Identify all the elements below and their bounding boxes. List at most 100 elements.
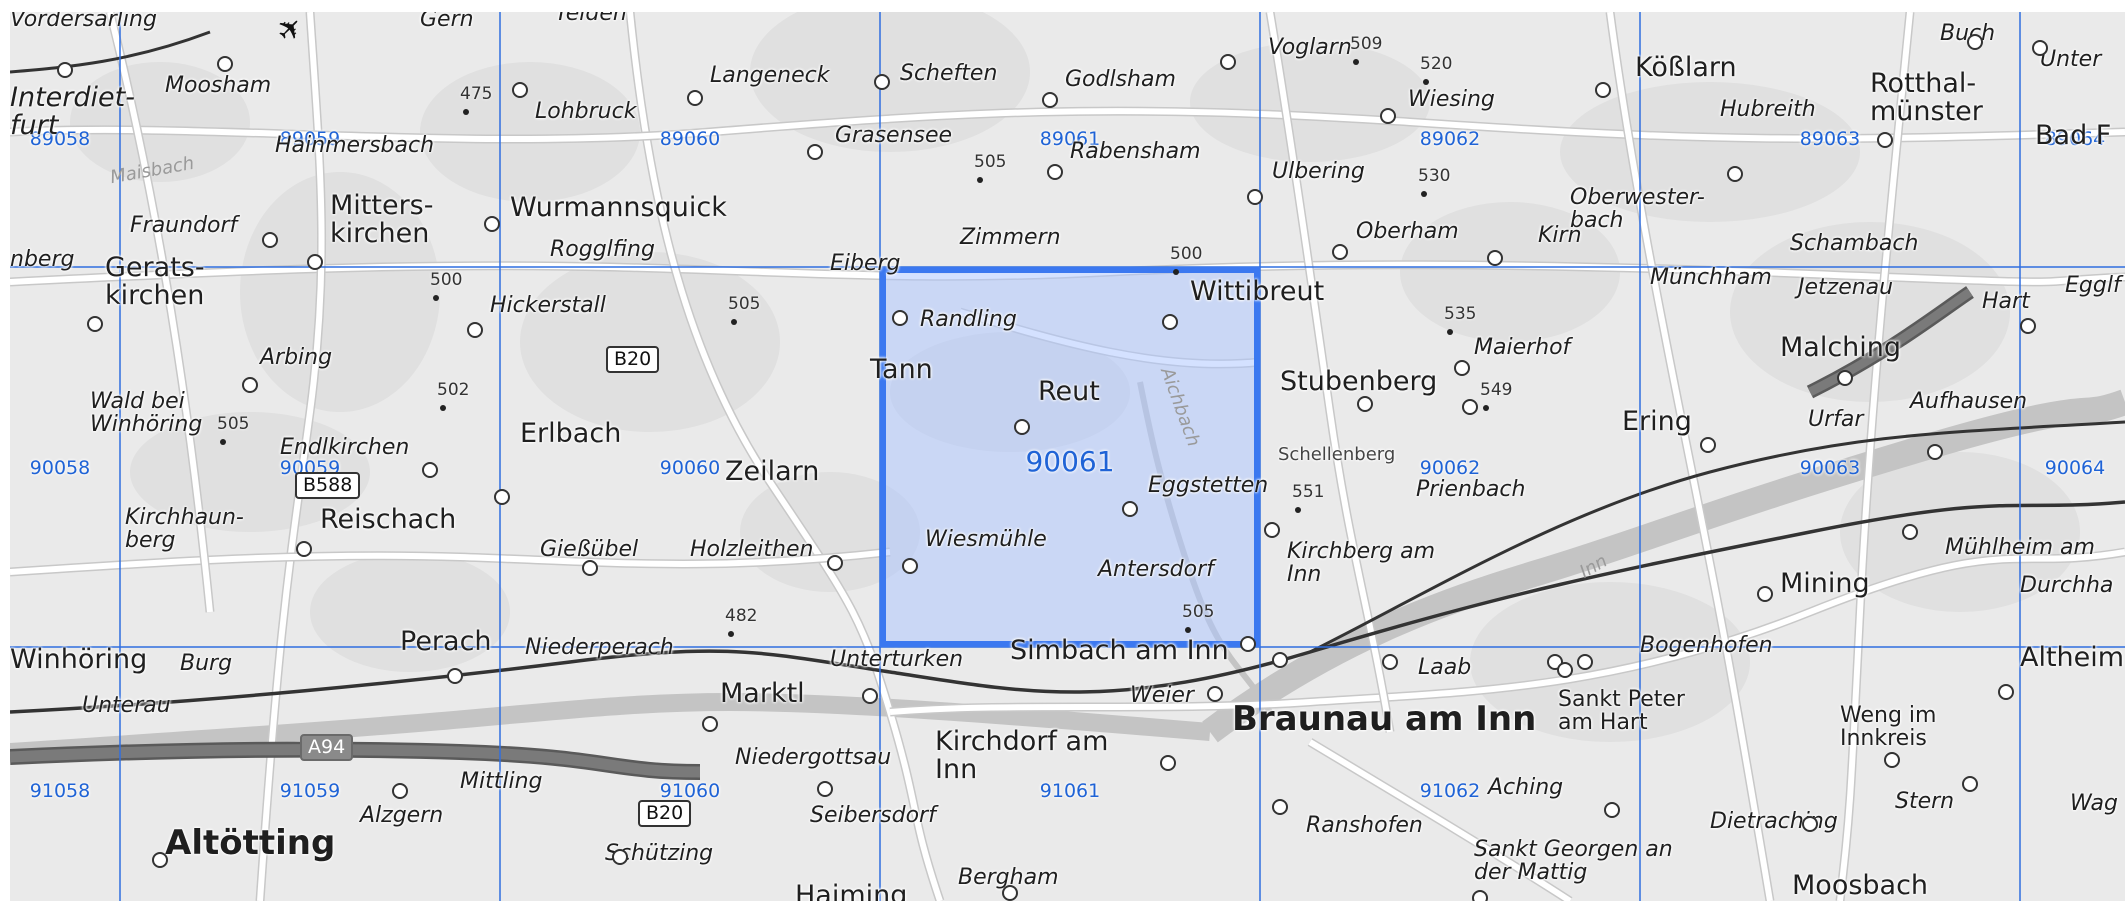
peak-marker (728, 631, 734, 637)
sheet-label-90064[interactable]: 90064 (2044, 457, 2106, 479)
town-marker (582, 560, 598, 576)
sheet-label-89058[interactable]: 89058 (29, 128, 91, 150)
sheet-label-90060[interactable]: 90060 (659, 457, 721, 479)
sheet-label-89061[interactable]: 89061 (1039, 128, 1101, 150)
town-marker (1487, 250, 1503, 266)
town-marker (307, 254, 323, 270)
town-marker (1122, 501, 1138, 517)
town-marker (687, 90, 703, 106)
sheet-label-89059[interactable]: 89059 (279, 128, 341, 150)
town-marker (152, 852, 168, 868)
peak-marker (731, 319, 737, 325)
town-marker (1595, 82, 1611, 98)
town-marker (1802, 816, 1818, 832)
elevation-label: 500 (430, 270, 463, 290)
sheet-label-91059[interactable]: 91059 (279, 780, 341, 802)
town-marker (612, 849, 628, 865)
town-marker (296, 541, 312, 557)
town-marker (1272, 799, 1288, 815)
town-marker (1382, 654, 1398, 670)
town-marker (1757, 586, 1773, 602)
town-marker (1837, 370, 1853, 386)
town-marker (512, 82, 528, 98)
town-marker (1247, 189, 1263, 205)
elevation-label: 475 (460, 84, 493, 104)
town-marker (262, 232, 278, 248)
town-marker (1207, 686, 1223, 702)
town-marker (1047, 164, 1063, 180)
peak-marker (1447, 329, 1453, 335)
map-base-layer (10, 12, 2125, 901)
town-marker (1014, 419, 1030, 435)
sheet-label-90062[interactable]: 90062 (1419, 457, 1481, 479)
town-marker (1380, 108, 1396, 124)
elevation-label: 505 (728, 294, 761, 314)
town-marker (1998, 684, 2014, 700)
town-marker (1877, 132, 1893, 148)
sheet-label-90058[interactable]: 90058 (29, 457, 91, 479)
town-marker (87, 316, 103, 332)
elevation-label: 500 (1170, 244, 1203, 264)
town-marker (1700, 437, 1716, 453)
town-marker (447, 668, 463, 684)
peak-marker (1185, 627, 1191, 633)
town-marker (702, 716, 718, 732)
sheet-label-91060[interactable]: 91060 (659, 780, 721, 802)
town-marker (1160, 755, 1176, 771)
town-marker (422, 462, 438, 478)
peak-marker (977, 177, 983, 183)
town-marker (1272, 652, 1288, 668)
sheet-label-89063[interactable]: 89063 (1799, 128, 1861, 150)
town-marker (807, 144, 823, 160)
sheet-label-89062[interactable]: 89062 (1419, 128, 1481, 150)
town-marker (1577, 654, 1593, 670)
town-marker (1162, 314, 1178, 330)
sheet-label-89064[interactable]: 89064 (2044, 128, 2106, 150)
town-marker (1902, 524, 1918, 540)
sheet-label-91061[interactable]: 91061 (1039, 780, 1101, 802)
town-marker (392, 783, 408, 799)
town-marker (242, 377, 258, 393)
town-marker (1927, 444, 1943, 460)
map-canvas[interactable]: 89058 89059 89060 89061 89062 89063 89064 90058… (10, 12, 2125, 901)
town-marker (1042, 92, 1058, 108)
road-shield-a94: A94 (300, 734, 354, 761)
town-marker (2032, 40, 2048, 56)
elevation-label: 505 (217, 414, 250, 434)
town-marker (874, 74, 890, 90)
peak-marker (220, 439, 226, 445)
town-marker (1472, 890, 1488, 901)
sheet-label-89060[interactable]: 89060 (659, 128, 721, 150)
elevation-label: 549 (1480, 380, 1513, 400)
elevation-label: 520 (1420, 54, 1453, 74)
town-marker (1604, 802, 1620, 818)
town-marker (1727, 166, 1743, 182)
peak-marker (1295, 507, 1301, 513)
sheet-label-91058[interactable]: 91058 (29, 780, 91, 802)
town-marker (1002, 885, 1018, 901)
sheet-label-91062[interactable]: 91062 (1419, 780, 1481, 802)
road-shield-b20: B20 (606, 346, 660, 373)
town-marker (1884, 752, 1900, 768)
town-marker (57, 62, 73, 78)
town-marker (1240, 636, 1256, 652)
peak-marker (440, 405, 446, 411)
town-marker (1557, 662, 1573, 678)
peak-marker (433, 295, 439, 301)
town-marker (494, 489, 510, 505)
sheet-label-90061[interactable]: 90061 (1025, 445, 1115, 478)
road-shield-b20: B20 (638, 800, 692, 827)
town-marker (467, 322, 483, 338)
town-marker (902, 558, 918, 574)
elevation-label: 505 (1182, 602, 1215, 622)
sheet-label-90063[interactable]: 90063 (1799, 457, 1861, 479)
town-marker (1357, 396, 1373, 412)
elevation-label: 509 (1350, 34, 1383, 54)
town-marker (892, 310, 908, 326)
town-marker (817, 781, 833, 797)
peak-marker (1353, 59, 1359, 65)
elevation-label: 551 (1292, 482, 1325, 502)
town-marker (217, 56, 233, 72)
peak-marker (1423, 79, 1429, 85)
town-marker (1967, 34, 1983, 50)
